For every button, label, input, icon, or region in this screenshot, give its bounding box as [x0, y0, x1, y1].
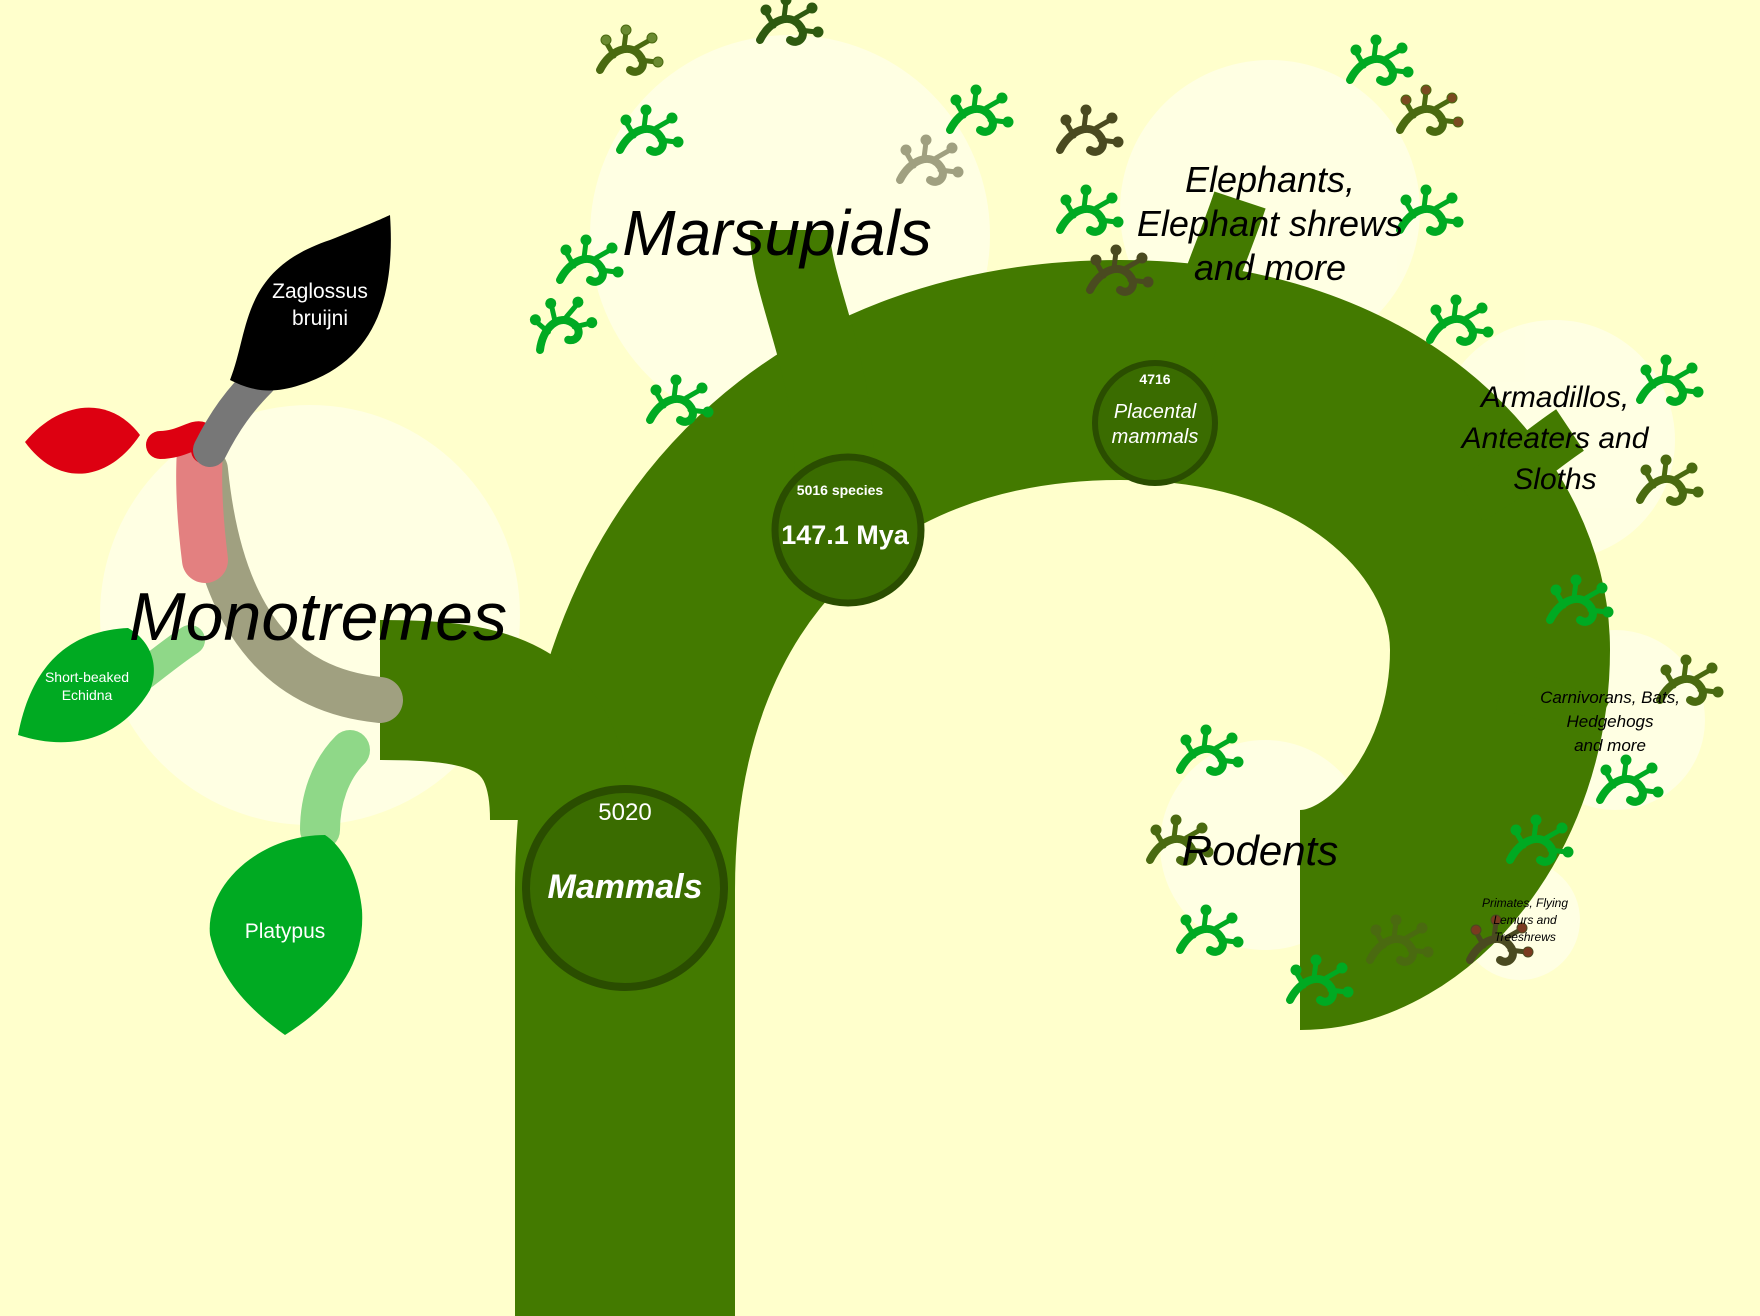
marsupial-node-age: 147.1 Mya: [781, 520, 910, 550]
sprig: [600, 25, 663, 72]
elephants-label-line2[interactable]: Elephant shrews: [1137, 203, 1403, 244]
carnivoran-branch: [1496, 670, 1609, 739]
monotremes-label[interactable]: Monotremes: [129, 579, 507, 655]
primates-label-line3[interactable]: Treeshrews: [1494, 930, 1556, 944]
armadillos-label-line3[interactable]: Sloths: [1513, 463, 1596, 496]
sprig: [1060, 185, 1123, 232]
red-leaf: [25, 407, 140, 474]
armadillos-label-line2[interactable]: Anteaters and: [1460, 422, 1650, 455]
sprig: [1350, 35, 1413, 82]
echidna-label-line1[interactable]: Short-beaked: [45, 669, 129, 685]
marsupial-branch: [750, 228, 875, 481]
mammals-name: Mammals: [548, 868, 703, 906]
primates-label-line1[interactable]: Primates, Flying: [1482, 896, 1568, 910]
carnivorans-label-line1[interactable]: Carnivorans, Bats,: [1540, 688, 1680, 707]
trunk: [379, 191, 1611, 1316]
node-circles: [522, 360, 1218, 991]
platypus-twig: [300, 730, 370, 850]
placental-name-line1: Placental: [1114, 401, 1197, 423]
placental-count: 4716: [1139, 371, 1170, 387]
sprig: [525, 286, 600, 352]
zaglossus-label-line1[interactable]: Zaglossus: [272, 280, 368, 303]
node-labels: 5020 Mammals 5016 species 147.1 Mya 4716…: [548, 371, 1199, 906]
primates-label-line2[interactable]: Lemurs and: [1493, 913, 1557, 927]
rodents-label[interactable]: Rodents: [1182, 827, 1338, 874]
elephants-label-line1[interactable]: Elephants,: [1185, 159, 1355, 200]
mammals-count: 5020: [598, 799, 651, 826]
marsupial-split-node[interactable]: [771, 453, 925, 607]
sprig: [1400, 85, 1463, 132]
placental-name-line2: mammals: [1112, 426, 1199, 448]
echidna-label-line2[interactable]: Echidna: [62, 687, 113, 703]
group-labels: Monotremes Marsupials Elephants, Elephan…: [129, 159, 1680, 944]
carnivorans-label-line2[interactable]: Hedgehogs: [1567, 712, 1654, 731]
sprig: [950, 85, 1013, 132]
marsupial-node-species: 5016 species: [797, 482, 884, 498]
armadillos-label-line1[interactable]: Armadillos,: [1479, 381, 1629, 414]
echidna-leaf: [18, 628, 154, 743]
placental-upper-branch: [1153, 191, 1266, 395]
monotreme-leaves: [18, 215, 391, 1035]
main-trunk: [515, 259, 1611, 1316]
sprig: [1430, 295, 1493, 342]
sprig: [1060, 105, 1123, 152]
elephants-label-line3[interactable]: and more: [1194, 247, 1346, 288]
zaglossus-label-line2[interactable]: bruijni: [292, 307, 348, 330]
platypus-label[interactable]: Platypus: [245, 920, 326, 943]
monotreme-branch: [379, 620, 630, 823]
zaglossus-leaf: [230, 215, 391, 391]
carnivorans-label-line3[interactable]: and more: [1574, 736, 1646, 755]
red-twig: [176, 427, 228, 583]
placental-node[interactable]: [1092, 360, 1218, 486]
marsupials-label[interactable]: Marsupials: [622, 197, 931, 269]
platypus-leaf: [209, 835, 363, 1035]
mammals-node[interactable]: [522, 785, 728, 991]
leaf-labels: Zaglossus bruijni Short-beaked Echidna P…: [45, 280, 368, 943]
armadillo-branch: [1457, 409, 1585, 522]
